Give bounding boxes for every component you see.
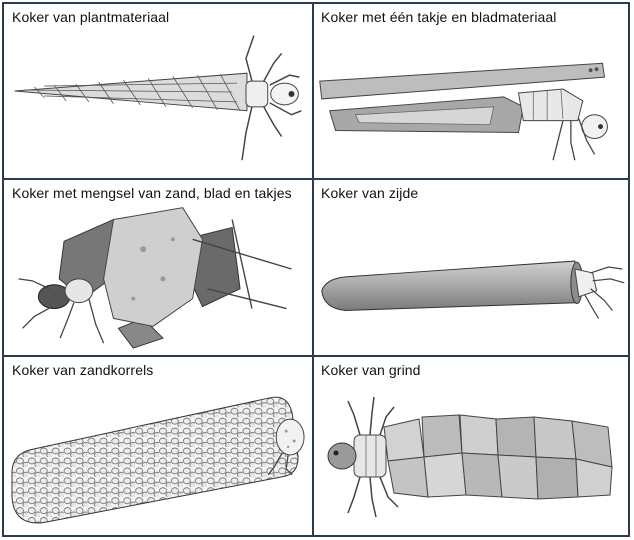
panel-label: Koker met één takje en bladmateriaal [321,9,557,25]
panel-gravel: Koker van grind [314,357,630,535]
panel-label: Koker van zandkorrels [12,362,154,378]
panel-label: Koker van zijde [321,185,419,201]
panel-silk: Koker van zijde [314,180,630,357]
panel-label: Koker met mengsel van zand, blad en takj… [12,185,292,201]
panel-twig-leaf: Koker met één takje en bladmateriaal [314,4,630,180]
plant-material-case-illustration [14,35,302,161]
panel-mixed-materials: Koker met mengsel van zand, blad en takj… [4,180,314,357]
mixed-case-illustration [18,207,292,349]
panel-sand-grains: Koker van zandkorrels [4,357,314,535]
panel-label: Koker van grind [321,362,421,378]
sand-grain-case-illustration [11,396,305,524]
twig-leaf-case-illustration [319,62,608,161]
gravel-case-illustration [327,396,613,518]
silk-case-illustration [321,260,625,319]
panel-plant-material: Koker van plantmateriaal [4,4,314,180]
panel-label: Koker van plantmateriaal [12,9,170,25]
